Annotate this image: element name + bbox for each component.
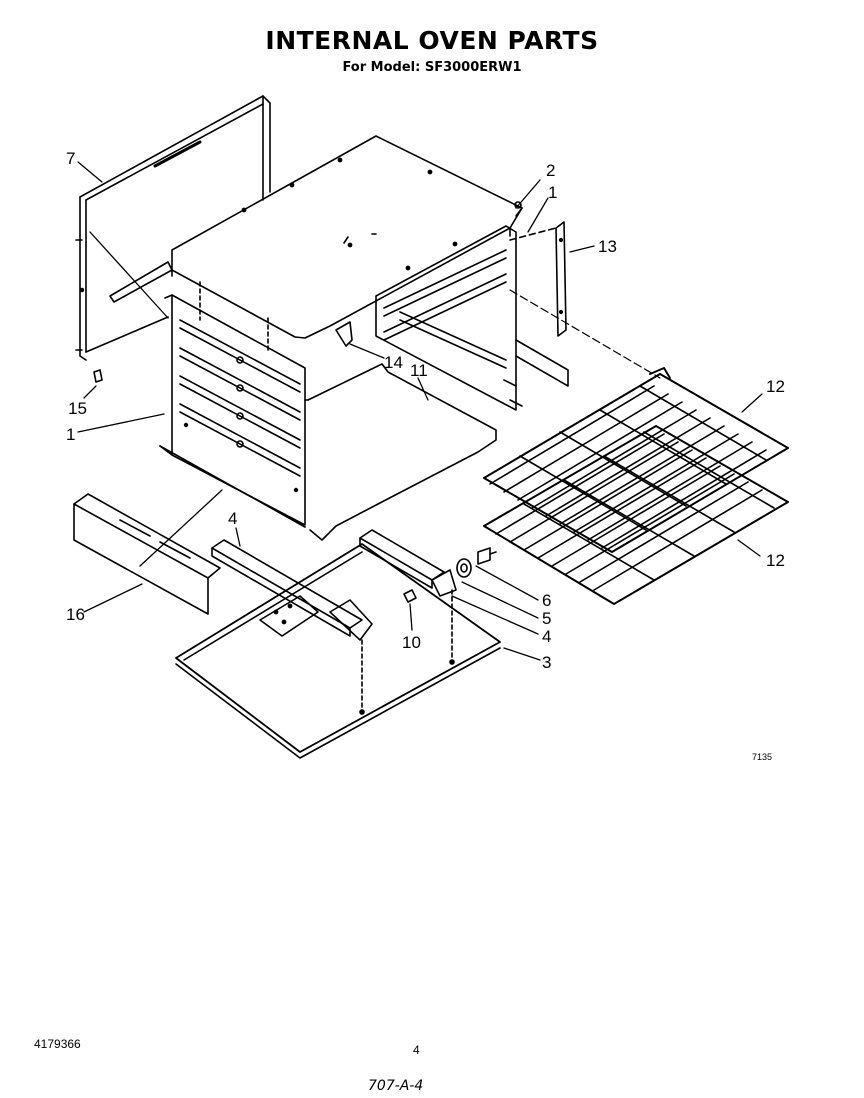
burner-support-left [211,539,373,641]
callout-16: 16 [66,605,85,624]
spacer-washer [456,558,472,578]
rack-support [509,221,567,337]
illustration-code: 7135 [752,752,773,762]
oven-rack-lower [483,425,789,605]
callout-12-lower: 12 [766,551,785,570]
callout-7: 7 [66,149,75,168]
callout-1-left: 1 [66,425,75,444]
callout-2: 2 [546,161,555,180]
page-title: INTERNAL OVEN PARTS [265,26,599,55]
callout-6: 6 [542,591,551,610]
vent-trim-panel [73,493,221,615]
callout-5: 5 [542,609,551,628]
callout-labels: 7 2 1 13 14 11 15 1 12 12 4 16 6 5 4 10 … [66,149,785,672]
callout-13: 13 [598,237,617,256]
callout-15: 15 [68,399,87,418]
page-subtitle: For Model: SF3000ERW1 [342,60,522,75]
callout-1-top: 1 [548,183,557,202]
callout-4-left: 4 [228,509,237,528]
back-panel [75,95,271,361]
burner-support-right [359,529,457,597]
screw [477,547,497,565]
leader-lines [77,161,763,661]
oven-rack-upper [483,367,789,553]
oven-cavity [109,135,569,541]
callout-14: 14 [384,353,403,372]
callout-3: 3 [542,653,551,672]
nut [403,589,417,603]
page-number: 4 [413,1043,420,1057]
callout-12-upper: 12 [766,377,785,396]
callout-10: 10 [402,633,421,652]
callout-11: 11 [410,361,428,380]
handwritten-reference: 707-A-4 [368,1078,424,1094]
bottom-panel [175,543,501,759]
document-number: 4179366 [34,1037,81,1051]
screw-15 [93,369,103,383]
callout-4-right: 4 [542,627,551,646]
